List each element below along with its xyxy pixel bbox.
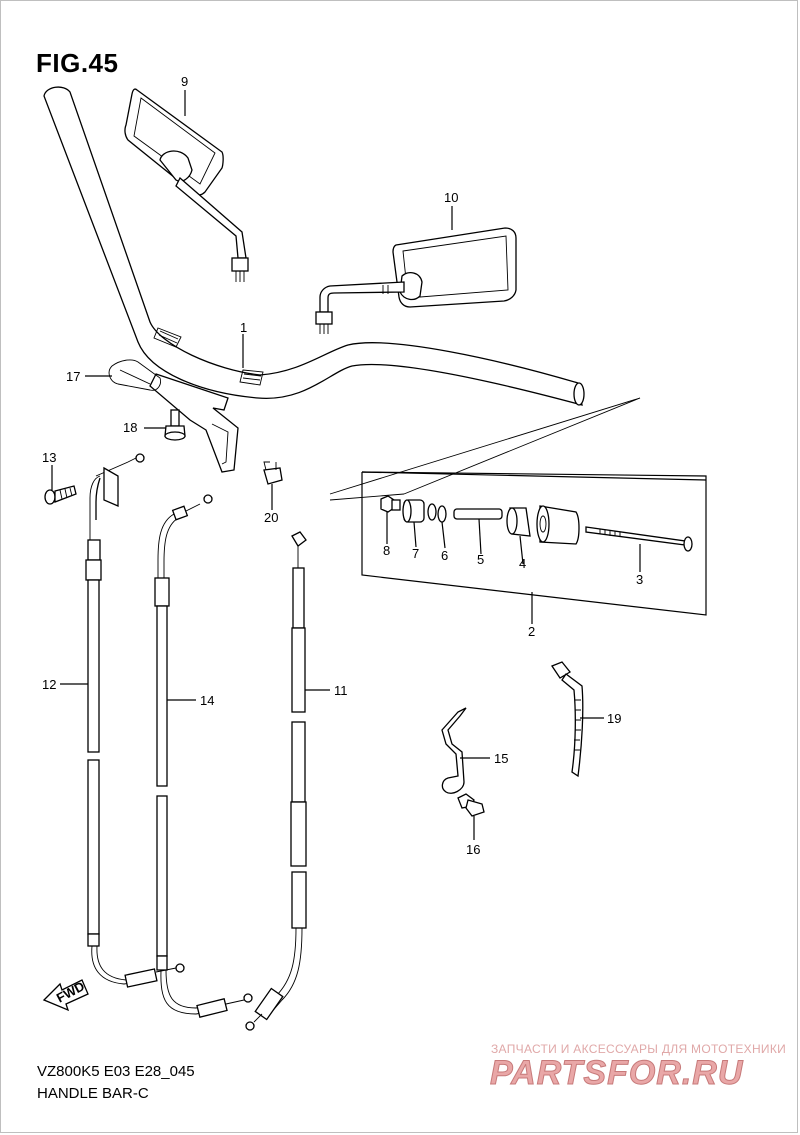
fwd-arrow: FWD: [42, 978, 89, 1012]
watermark-brand: PARTSFOR.RU: [490, 1054, 744, 1092]
callout-19: 19: [607, 711, 621, 726]
leader-lines: [51, 90, 641, 840]
callout-2: 2: [528, 624, 535, 639]
cable-guide-15[interactable]: [441, 707, 467, 794]
callout-4: 4: [519, 556, 526, 571]
callout-11: 11: [334, 683, 348, 698]
callout-9: 9: [181, 74, 188, 89]
weight-7[interactable]: [402, 499, 425, 523]
clip-20[interactable]: [263, 461, 283, 485]
bolt-16[interactable]: [457, 793, 485, 817]
figure-title: FIG.45: [36, 48, 119, 78]
washer-6[interactable]: [427, 503, 447, 523]
left-mirror[interactable]: [124, 88, 249, 282]
callout-8: 8: [383, 543, 390, 558]
assembly-name: HANDLE BAR-C: [37, 1085, 149, 1102]
cable-tie-19[interactable]: [551, 661, 584, 778]
callout-20: 20: [264, 510, 278, 525]
tube-5[interactable]: [453, 508, 503, 520]
callout-17: 17: [66, 369, 80, 384]
callout-6: 6: [441, 548, 448, 563]
callout-1: 1: [240, 320, 247, 335]
callout-labels: 1 2 3 4 5 6 7 8 9 10 11 12 13 14 15 16 1…: [42, 74, 643, 857]
callout-10: 10: [444, 190, 458, 205]
screw-13[interactable]: [44, 485, 77, 505]
callout-14: 14: [200, 693, 214, 708]
handlebar[interactable]: [43, 86, 585, 406]
callout-13: 13: [42, 450, 56, 465]
bolt-8[interactable]: [380, 495, 401, 513]
callout-12: 12: [42, 677, 56, 692]
callout-18: 18: [123, 420, 137, 435]
right-mirror[interactable]: [315, 227, 517, 334]
bolt-18[interactable]: [164, 409, 186, 441]
callout-5: 5: [477, 552, 484, 567]
throttle-cable-12[interactable]: [85, 453, 185, 988]
clutch-cable-11[interactable]: [245, 531, 307, 1031]
callout-15: 15: [494, 751, 508, 766]
cable-clamp-bracket[interactable]: [108, 359, 239, 473]
long-screw-3[interactable]: [585, 526, 693, 552]
grip-assembly-box: [329, 397, 707, 616]
grip-end-balancer[interactable]: [536, 505, 580, 545]
watermark-logo: PARTSFOR.RU: [490, 1054, 744, 1093]
callout-16: 16: [466, 842, 480, 857]
callout-7: 7: [412, 546, 419, 561]
throttle-cable-14[interactable]: [154, 494, 253, 1018]
cushion-4[interactable]: [506, 507, 531, 537]
model-code: VZ800K5 E03 E28_045: [37, 1063, 195, 1080]
callout-3: 3: [636, 572, 643, 587]
watermark-tagline: ЗАПЧАСТИ И АКСЕССУАРЫ ДЛЯ МОТОТЕХНИКИ: [491, 1042, 787, 1056]
